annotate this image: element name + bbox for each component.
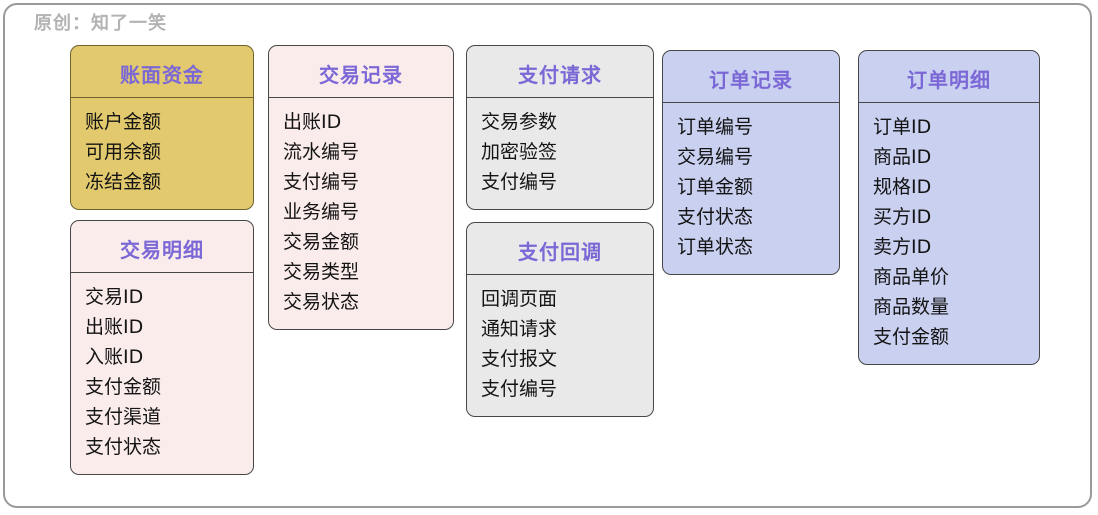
entity-payment-callback: 支付回调 回调页面 通知请求 支付报文 支付编号 xyxy=(466,222,654,417)
entity-title: 交易记录 xyxy=(269,46,453,98)
entity-field: 交易金额 xyxy=(283,231,360,253)
credit-text: 原创：知了一笑 xyxy=(34,13,167,34)
entity-field-list: 出账ID 流水编号 支付编号 业务编号 交易金额 交易类型 交易状态 xyxy=(269,98,453,329)
entity-field: 出账ID xyxy=(283,111,342,133)
entity-field: 商品数量 xyxy=(873,296,950,318)
entity-field: 回调页面 xyxy=(481,288,558,310)
entity-field: 交易参数 xyxy=(481,111,558,133)
entity-field: 支付状态 xyxy=(85,436,162,458)
entity-field: 订单金额 xyxy=(677,176,754,198)
entity-field: 支付报文 xyxy=(481,348,558,370)
entity-field: 流水编号 xyxy=(283,141,360,163)
entity-field: 可用余额 xyxy=(85,141,162,163)
entity-field-list: 交易ID 出账ID 入账ID 支付金额 支付渠道 支付状态 xyxy=(71,273,253,474)
entity-title: 支付请求 xyxy=(467,46,653,98)
entity-field: 订单编号 xyxy=(677,116,754,138)
entity-field: 交易ID xyxy=(85,286,144,308)
entity-title: 账面资金 xyxy=(71,46,253,98)
entity-field-list: 交易参数 加密验签 支付编号 xyxy=(467,98,653,209)
entity-field: 账户金额 xyxy=(85,111,162,133)
entity-field-list: 账户金额 可用余额 冻结金额 xyxy=(71,98,253,209)
entity-title: 订单记录 xyxy=(663,51,839,103)
entity-title: 订单明细 xyxy=(859,51,1039,103)
entity-field: 通知请求 xyxy=(481,318,558,340)
entity-field: 买方ID xyxy=(873,206,932,228)
entity-field: 加密验签 xyxy=(481,141,558,163)
entity-field: 支付状态 xyxy=(677,206,754,228)
entity-field: 业务编号 xyxy=(283,201,360,223)
entity-payment-request: 支付请求 交易参数 加密验签 支付编号 xyxy=(466,45,654,210)
entity-field: 交易状态 xyxy=(283,291,360,313)
entity-order-detail: 订单明细 订单ID 商品ID 规格ID 买方ID 卖方ID 商品单价 商品数量 … xyxy=(858,50,1040,365)
entity-field: 交易类型 xyxy=(283,261,360,283)
entity-field: 支付金额 xyxy=(873,326,950,348)
entity-field: 规格ID xyxy=(873,176,932,198)
entity-title: 支付回调 xyxy=(467,223,653,275)
entity-field: 交易编号 xyxy=(677,146,754,168)
entity-order-record: 订单记录 订单编号 交易编号 订单金额 支付状态 订单状态 xyxy=(662,50,840,275)
entity-transaction-detail: 交易明细 交易ID 出账ID 入账ID 支付金额 支付渠道 支付状态 xyxy=(70,220,254,475)
entity-field-list: 回调页面 通知请求 支付报文 支付编号 xyxy=(467,275,653,416)
entity-field: 卖方ID xyxy=(873,236,932,258)
entity-field-list: 订单ID 商品ID 规格ID 买方ID 卖方ID 商品单价 商品数量 支付金额 xyxy=(859,103,1039,364)
entity-field: 支付编号 xyxy=(481,378,558,400)
entity-field: 冻结金额 xyxy=(85,171,162,193)
entity-field: 商品ID xyxy=(873,146,932,168)
entity-field: 支付编号 xyxy=(283,171,360,193)
entity-field: 入账ID xyxy=(85,346,144,368)
entity-field: 支付渠道 xyxy=(85,406,162,428)
entity-title: 交易明细 xyxy=(71,221,253,273)
entity-account-funds: 账面资金 账户金额 可用余额 冻结金额 xyxy=(70,45,254,210)
entity-field-list: 订单编号 交易编号 订单金额 支付状态 订单状态 xyxy=(663,103,839,274)
entity-field: 支付编号 xyxy=(481,171,558,193)
entity-field: 订单状态 xyxy=(677,236,754,258)
entity-transaction-record: 交易记录 出账ID 流水编号 支付编号 业务编号 交易金额 交易类型 交易状态 xyxy=(268,45,454,330)
entity-field: 支付金额 xyxy=(85,376,162,398)
entity-field: 出账ID xyxy=(85,316,144,338)
entity-field: 订单ID xyxy=(873,116,932,138)
entity-field: 商品单价 xyxy=(873,266,950,288)
